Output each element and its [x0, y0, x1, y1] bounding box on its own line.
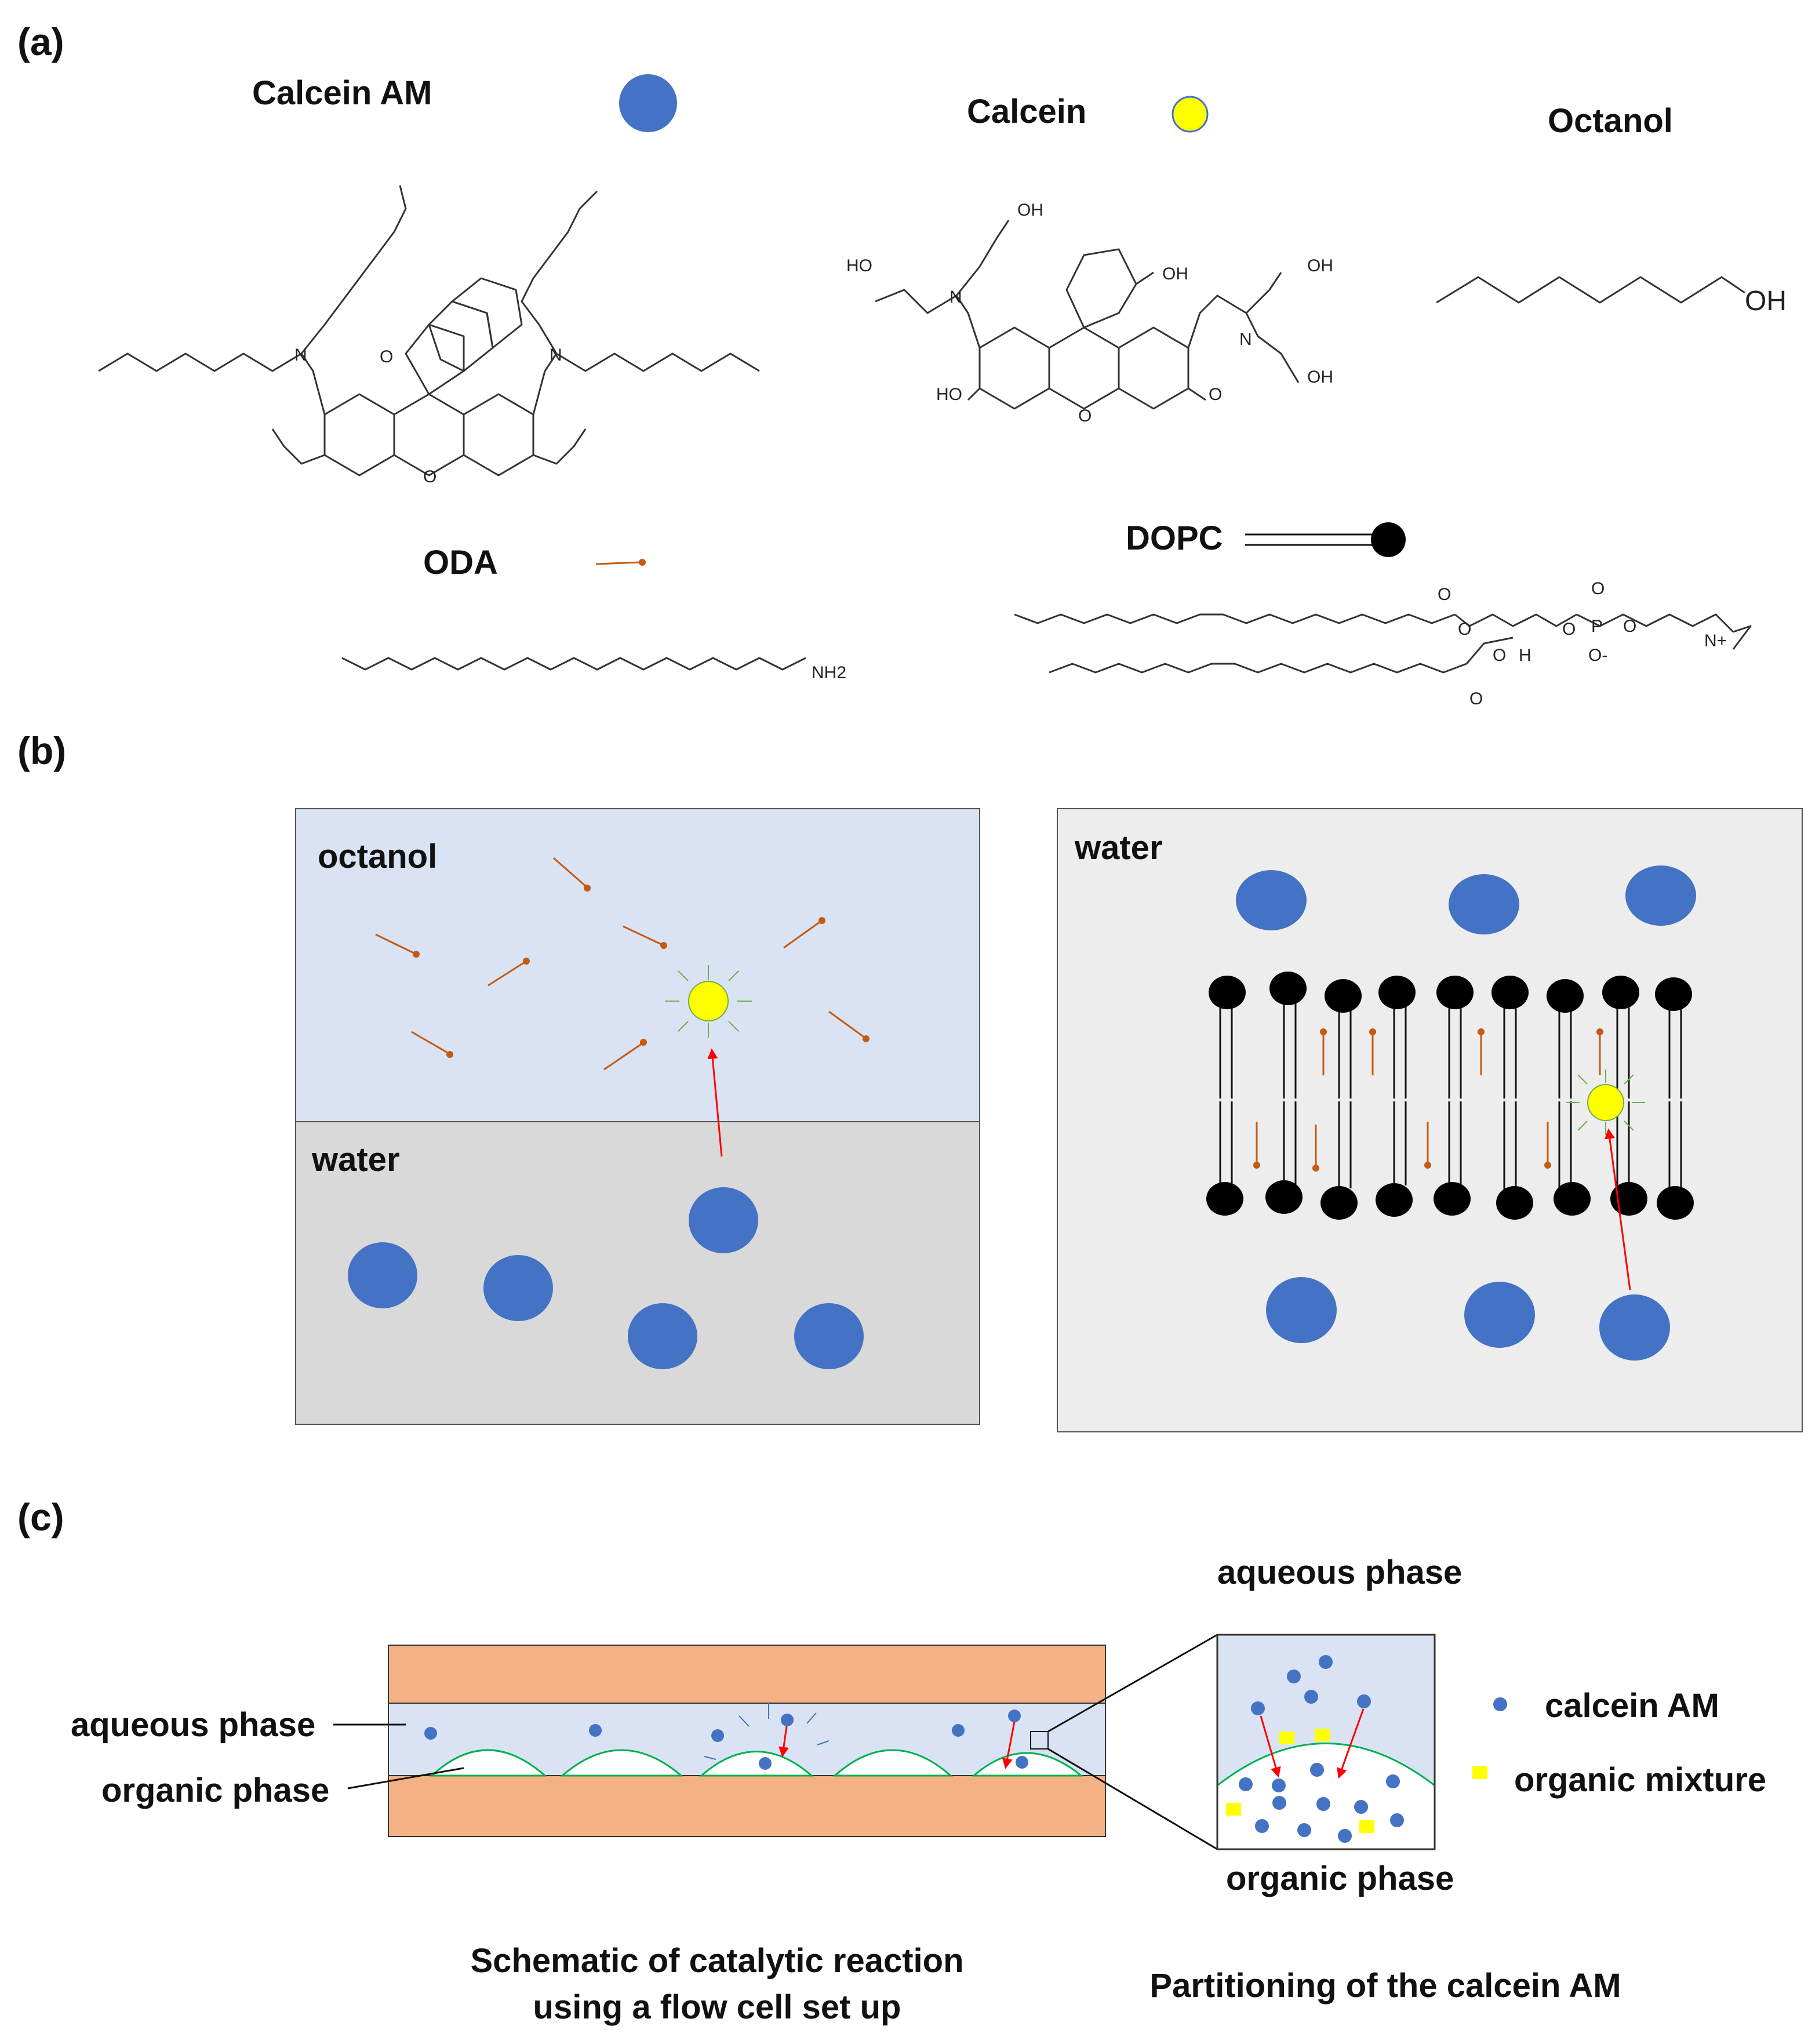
- calcein-oh-right1: OH: [1307, 256, 1333, 275]
- calcein-glow-right: [1566, 1070, 1645, 1135]
- calcein-o-keto: O: [1209, 385, 1222, 404]
- dopc-n-plus: N+: [1704, 631, 1727, 650]
- calcein-am-title: Calcein AM: [252, 74, 432, 112]
- flow-cell-calcein-am: [424, 1710, 1028, 1770]
- atom-o-lactone: O: [380, 347, 393, 366]
- octanol-phase-label: octanol: [318, 838, 437, 875]
- reaction-rays: [704, 1703, 830, 1760]
- aqueous-phase-label-left: aqueous phase: [71, 1706, 315, 1744]
- dopc-title: DOPC: [1126, 519, 1223, 557]
- water-phase-label-right: water: [1074, 829, 1163, 867]
- organic-droplets: [430, 1749, 1084, 1777]
- legend-calcein-am-label: calcein AM: [1545, 1687, 1719, 1725]
- flow-cell-bottom-plate: [388, 1775, 1106, 1837]
- zoom-marker: [1030, 1731, 1049, 1750]
- oda-title: ODA: [423, 544, 498, 581]
- caption-flow-cell-line1: Schematic of catalytic reaction: [471, 1942, 964, 1980]
- transfer-arrow-right: [1605, 1128, 1631, 1290]
- calcein-title: Calcein: [967, 93, 1086, 130]
- oda-molecules-octanol: [375, 857, 870, 1071]
- panel-b-label: (b): [17, 729, 66, 772]
- calcein-n-left: N: [949, 288, 962, 307]
- organic-phase-label-zoom: organic phase: [1226, 1860, 1454, 1897]
- calcein-oh-mid: OH: [1162, 264, 1188, 283]
- octanol-title: Octanol: [1548, 102, 1673, 140]
- dopc-o-2: O: [1458, 620, 1471, 639]
- oda-structure: NH2: [341, 657, 846, 682]
- oda-legend-icon: [595, 559, 646, 566]
- panel-a-label: (a): [17, 20, 64, 63]
- octanol-phase-box: [295, 808, 980, 1122]
- calcein-oh-right2: OH: [1307, 368, 1333, 387]
- caption-flow-cell-line2: using a flow cell set up: [533, 1988, 901, 2026]
- caption-partitioning: Partitioning of the calcein AM: [1149, 1967, 1621, 2005]
- dopc-o-5: O: [1562, 620, 1576, 639]
- octanol-oh: OH: [1745, 286, 1787, 317]
- dopc-o-3: O: [1493, 646, 1506, 665]
- zoom-line-top: [1047, 1634, 1218, 1733]
- calcein-legend-dot: [1172, 96, 1209, 133]
- aqueous-phase-label-zoom: aqueous phase: [1217, 1554, 1462, 1591]
- transfer-arrow-left: [707, 1048, 723, 1157]
- organic-phase-label-left: organic phase: [101, 1772, 329, 1809]
- calcein-ho-bottom: HO: [936, 385, 962, 404]
- dopc-legend-icon: [1245, 522, 1406, 557]
- oda-nh2: NH2: [812, 663, 846, 682]
- atom-n-right: N: [550, 345, 562, 365]
- dopc-p: P: [1591, 617, 1603, 636]
- calcein-o-core: O: [1078, 406, 1092, 425]
- dopc-o-1: O: [1438, 585, 1451, 604]
- dopc-o-6: O: [1623, 617, 1636, 636]
- flow-cell-arrows: [778, 1721, 1016, 1769]
- water-phase-label-left: water: [311, 1141, 400, 1179]
- atom-n-left: N: [294, 345, 307, 365]
- zoom-organic-mixture: [1226, 1729, 1374, 1833]
- zoom-box-frame: [1216, 1634, 1436, 1850]
- calcein-structure: HO OH OH OH OH HO O O N N: [846, 201, 1333, 425]
- zoom-line-bottom: [1047, 1748, 1218, 1850]
- oda-molecules-membrane: [1253, 1028, 1603, 1172]
- calcein-oh-top: OH: [1017, 201, 1043, 220]
- calcein-glow-left: [665, 965, 752, 1038]
- atom-o-core: O: [423, 467, 436, 486]
- organic-leader-line: [347, 1767, 464, 1790]
- flow-cell-top-plate: [388, 1645, 1106, 1704]
- calcein-n-right: N: [1239, 330, 1252, 349]
- calcein-am-legend-dot: [619, 74, 677, 132]
- dopc-o-4: O: [1469, 689, 1483, 708]
- legend-organic-mixture-swatch: [1472, 1766, 1487, 1779]
- dopc-o-top: O: [1591, 579, 1605, 598]
- octanol-structure: OH: [1436, 276, 1787, 317]
- dopc-o-minus: O-: [1588, 646, 1607, 665]
- calcein-am-water-left: [348, 1187, 864, 1369]
- panel-c-label: (c): [17, 1496, 64, 1539]
- dopc-h: H: [1519, 646, 1531, 665]
- calcein-ho-left: HO: [846, 256, 872, 275]
- calcein-am-structure: N N O O: [98, 185, 760, 486]
- zoom-calcein-am: [1239, 1655, 1404, 1843]
- zoom-arrows: [1260, 1708, 1365, 1779]
- calcein-am-water-right: [1236, 865, 1696, 1361]
- legend-organic-mixture-label: organic mixture: [1514, 1761, 1766, 1799]
- dopc-structure: O O O O H O P O O- O N+: [1014, 579, 1752, 708]
- legend-calcein-am-dot: [1493, 1697, 1507, 1711]
